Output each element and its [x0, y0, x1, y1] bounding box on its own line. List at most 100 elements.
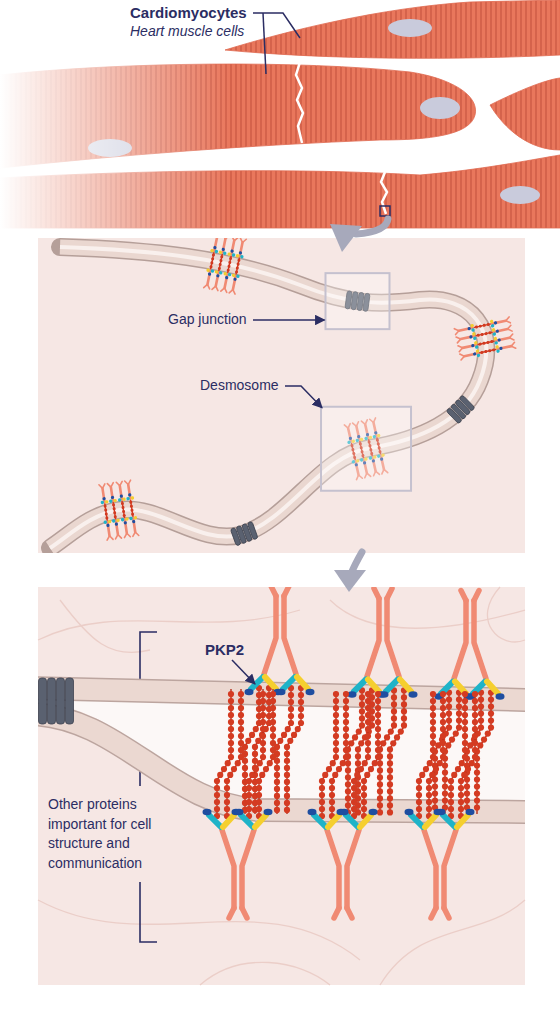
- cadherin-bead: [228, 705, 234, 711]
- cadherin-bead: [430, 754, 436, 760]
- cadherin-bead: [246, 792, 252, 798]
- cadherin-bead: [333, 726, 339, 732]
- desmoplakin-cap: [496, 693, 505, 699]
- cadherin-bead: [259, 772, 265, 778]
- zoom-arrow-head: [330, 224, 362, 252]
- cadherin-bead: [391, 715, 397, 721]
- cadherin-bead: [387, 809, 393, 815]
- cadherin-bead: [426, 792, 432, 798]
- subtitle-label: Heart muscle cells: [130, 23, 244, 41]
- cadherin-bead: [387, 781, 393, 787]
- filament: [38, 900, 360, 960]
- cadherin-bead: [260, 698, 266, 704]
- cadherin-bead: [228, 712, 234, 718]
- plakin-rod: [221, 287, 228, 292]
- cadherin-bead: [451, 772, 457, 778]
- desmoplakin-cap: [369, 809, 378, 815]
- cadherin-bead: [281, 732, 287, 738]
- cadherin-bead: [440, 740, 446, 746]
- intercalated-disc: [381, 172, 387, 214]
- cadherin-bead: [130, 509, 133, 512]
- desmosome-mini: [203, 238, 247, 294]
- cadherin-bead: [464, 797, 470, 803]
- cadherin-bead: [270, 691, 276, 697]
- cardiomyocyte-group: [0, 0, 560, 232]
- desmoplakin-cap: [277, 689, 286, 695]
- cadherin-bead: [387, 767, 393, 773]
- cadherin-bead: [217, 772, 223, 778]
- cadherin-bead: [284, 779, 290, 785]
- plakoglobin-dot: [125, 517, 129, 521]
- plakin-rod: [284, 587, 289, 596]
- plakoglobin-dot: [470, 324, 474, 328]
- plakin-rod: [444, 830, 456, 908]
- title-label: Cardiomyocytes: [130, 4, 247, 23]
- cadherin-bead: [472, 754, 478, 760]
- cadherin-bead: [298, 699, 304, 705]
- plakoglobin-plate: [487, 682, 498, 694]
- plakoglobin-dot: [133, 516, 137, 520]
- pkp2-plate: [283, 677, 295, 689]
- cadherin-bead: [377, 767, 383, 773]
- pkp2-dot: [121, 518, 125, 522]
- cadherin-bead: [343, 726, 349, 732]
- cadherin-bead: [260, 705, 266, 711]
- cadherin-bead: [326, 766, 332, 772]
- gap-junction: [39, 678, 74, 724]
- cadherin-bead: [484, 332, 488, 336]
- cadherin-bead: [260, 733, 266, 739]
- cadherin-bead: [322, 772, 328, 778]
- cadherin-bead: [440, 691, 446, 697]
- plakin-rod: [460, 353, 465, 360]
- cadherin-bead: [430, 733, 436, 739]
- cadherin-bead: [263, 766, 269, 772]
- cadherin-bead: [448, 806, 454, 812]
- cadherin-bead: [462, 754, 468, 760]
- plakin-rod: [132, 532, 139, 537]
- cadherin-bead: [284, 765, 290, 771]
- cadherin-bead: [462, 698, 468, 704]
- plakoglobin-plate: [457, 815, 468, 827]
- cadherin-bead: [474, 790, 480, 796]
- plakin-rod: [212, 285, 219, 290]
- cadherin-bead: [433, 766, 439, 772]
- cadherin-bead: [472, 698, 478, 704]
- cadherin-bead: [465, 766, 471, 772]
- cadherin-bead: [228, 698, 234, 704]
- cadherin-bead: [375, 705, 381, 711]
- cadherin-bead: [227, 772, 233, 778]
- cadherin-bead: [235, 760, 241, 766]
- cadherin-bead: [426, 799, 432, 805]
- pkp2-plate: [241, 815, 253, 827]
- cadherin-bead: [472, 740, 478, 746]
- cadherin-bead: [238, 705, 244, 711]
- cadherin-bead: [274, 765, 280, 771]
- cadherin-bead: [112, 503, 115, 506]
- cadherin-bead: [218, 267, 222, 271]
- desmoplakin-dot: [115, 522, 119, 526]
- note-label: Other proteins important for cell struct…: [48, 795, 173, 873]
- cadherin-bead: [472, 719, 478, 725]
- cadherin-bead: [387, 788, 393, 794]
- plakin-rod: [507, 325, 512, 332]
- desmoplakin-cap: [245, 689, 254, 695]
- cadherin-bead: [359, 722, 365, 728]
- desmoplakin-dot: [120, 494, 124, 498]
- cadherin-bead: [333, 698, 339, 704]
- cadherin-bead: [284, 793, 290, 799]
- cadherin-bead: [270, 733, 276, 739]
- filament: [487, 587, 525, 642]
- cadherin-bead: [231, 766, 237, 772]
- desmosome-unit: [242, 587, 315, 814]
- cadherin-bead: [345, 802, 351, 808]
- cadherin-bead: [329, 799, 335, 805]
- cadherin-bead: [365, 691, 371, 697]
- cadherin-bead: [319, 785, 325, 791]
- desmoplakin-dot: [497, 338, 501, 342]
- cadherin-bead: [446, 710, 452, 716]
- cadherin-bead: [375, 754, 381, 760]
- cadherin-bead: [355, 753, 361, 759]
- cadherin-bead: [375, 733, 381, 739]
- pkp2-dot: [223, 251, 227, 255]
- cadherin-bead: [284, 758, 290, 764]
